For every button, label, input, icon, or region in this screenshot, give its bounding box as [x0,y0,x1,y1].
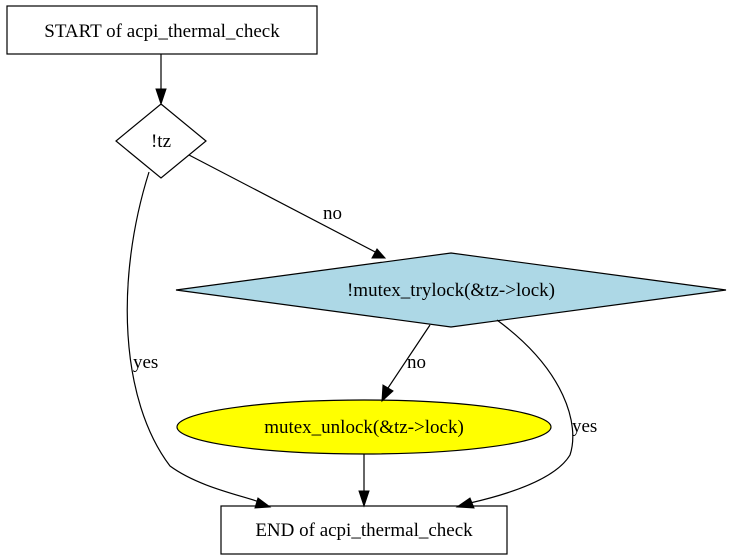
decision-tz-diamond [115,103,207,179]
edge-trylock-no: no [381,324,431,403]
edge-tz-yes-line [126,171,263,504]
decision-trylock-diamond [175,252,727,328]
edge-tz-yes-arrow [254,497,272,509]
edge-trylock-yes: yes [455,319,597,509]
edge-trylock-yes-label: yes [572,416,597,437]
edge-tz-yes: yes [126,171,272,509]
decision-tz-label: !tz [151,131,171,152]
edge-start-to-tz [155,54,167,106]
unlock-node[interactable]: mutex_unlock(&tz->lock) [176,399,552,455]
edge-unlock-to-end [358,454,370,508]
edge-trylock-no-arrow [381,384,394,403]
edge-tz-no: no [188,154,387,259]
edge-trylock-no-line [387,324,431,389]
start-node-box [6,5,318,55]
decision-trylock-node[interactable]: !mutex_trylock(&tz->lock) [175,252,727,328]
decision-trylock-label: !mutex_trylock(&tz->lock) [347,280,555,301]
end-node-label: END of acpi_thermal_check [255,520,473,541]
edge-tz-yes-label: yes [133,352,158,373]
edge-tz-no-line [188,154,382,256]
unlock-label: mutex_unlock(&tz->lock) [264,417,464,438]
end-node[interactable]: END of acpi_thermal_check [220,505,508,555]
edge-start-to-tz-arrow [155,88,167,106]
edge-tz-no-arrow [371,248,387,259]
edge-trylock-yes-line [469,319,574,504]
start-node-label: START of acpi_thermal_check [44,21,280,42]
decision-tz-node[interactable]: !tz [115,103,207,179]
edge-trylock-yes-arrow [455,497,475,509]
edge-tz-no-label: no [323,203,342,224]
end-node-box [220,505,508,555]
start-node[interactable]: START of acpi_thermal_check [6,5,318,55]
edge-unlock-to-end-arrow [358,490,370,508]
edge-trylock-no-label: no [407,352,426,373]
